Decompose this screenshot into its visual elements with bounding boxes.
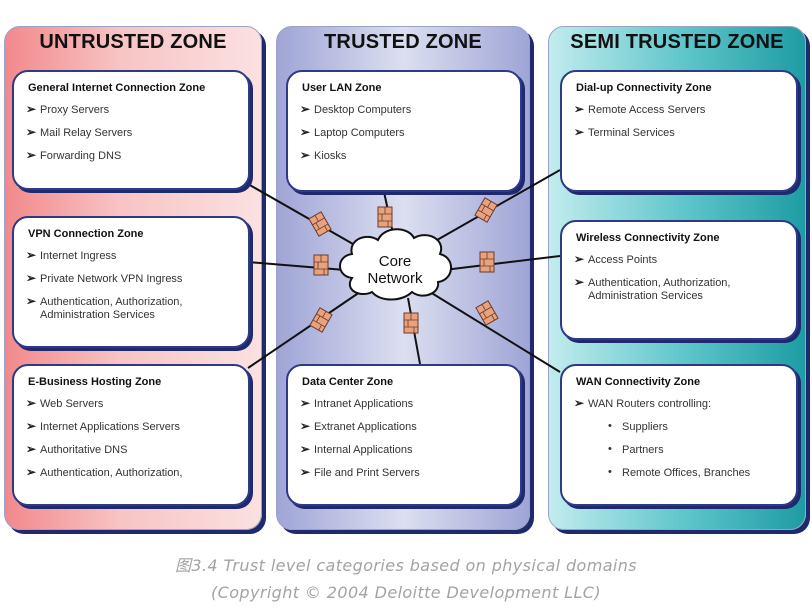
arrow-bullet-icon: ➢ bbox=[300, 125, 311, 139]
list-item: ➢Internal Applications bbox=[300, 442, 413, 457]
arrow-bullet-icon: ➢ bbox=[26, 102, 37, 116]
arrow-bullet-icon: ➢ bbox=[26, 148, 37, 162]
bullet-dot-icon: • bbox=[608, 420, 612, 432]
list-item: ➢Desktop Computers bbox=[300, 102, 412, 117]
list-item: ➢Access Points bbox=[574, 252, 658, 267]
semi-trusted-zone-title: SEMI TRUSTED ZONE bbox=[570, 31, 784, 53]
bullet-dot-icon: • bbox=[608, 443, 612, 455]
user-lan-zone-box: User LAN Zone ➢Desktop Computers ➢Laptop… bbox=[286, 70, 522, 192]
box-title: General Internet Connection Zone bbox=[28, 82, 206, 94]
arrow-bullet-icon: ➢ bbox=[26, 294, 37, 308]
list-item: ➢Forwarding DNS bbox=[26, 148, 122, 163]
arrow-bullet-icon: ➢ bbox=[300, 396, 311, 410]
list-item: ➢Authoritative DNS bbox=[26, 442, 128, 457]
link-vpn bbox=[247, 261, 346, 271]
link-ebusiness bbox=[247, 291, 361, 369]
arrow-bullet-icon: ➢ bbox=[300, 442, 311, 456]
arrow-bullet-icon: ➢ bbox=[26, 125, 37, 139]
list-item: ➢Kiosks bbox=[300, 148, 347, 163]
list-item: ➢Extranet Applications bbox=[300, 419, 417, 434]
box-title: Wireless Connectivity Zone bbox=[576, 232, 720, 244]
arrow-bullet-icon: ➢ bbox=[574, 275, 585, 289]
untrusted-zone-title: UNTRUSTED ZONE bbox=[39, 31, 227, 53]
firewall-icon bbox=[475, 300, 499, 326]
box-title: User LAN Zone bbox=[302, 82, 382, 94]
firewall-icon bbox=[474, 197, 498, 223]
firewall-icon bbox=[479, 251, 495, 273]
arrow-bullet-icon: ➢ bbox=[574, 102, 585, 116]
box-title: Dial-up Connectivity Zone bbox=[576, 82, 712, 94]
list-item: ➢Authentication, Authorization, Administ… bbox=[574, 275, 731, 303]
firewall-icon bbox=[313, 254, 329, 276]
list-item: ➢Internet Applications Servers bbox=[26, 419, 181, 434]
link-wan bbox=[429, 291, 561, 373]
box-title: E-Business Hosting Zone bbox=[28, 376, 162, 388]
core-network-label-line1: Core bbox=[379, 253, 412, 270]
wireless-connectivity-zone-box: Wireless Connectivity Zone ➢Access Point… bbox=[560, 220, 798, 340]
box-title: Data Center Zone bbox=[302, 376, 394, 388]
list-item: ➢Terminal Services bbox=[574, 125, 675, 140]
bullet-dot-icon: • bbox=[608, 466, 612, 478]
list-item: ➢Internet Ingress bbox=[26, 248, 117, 263]
arrow-bullet-icon: ➢ bbox=[300, 102, 311, 116]
arrow-bullet-icon: ➢ bbox=[300, 465, 311, 479]
arrow-bullet-icon: ➢ bbox=[26, 396, 37, 410]
arrow-bullet-icon: ➢ bbox=[26, 271, 37, 285]
figure-caption: 图3.4 Trust level categories based on phy… bbox=[174, 556, 638, 575]
list-item: ➢Authentication, Authorization, Administ… bbox=[26, 294, 183, 322]
sub-list-item: •Remote Offices, Branches bbox=[608, 466, 751, 479]
sub-list-item: •Partners bbox=[608, 443, 664, 456]
arrow-bullet-icon: ➢ bbox=[26, 442, 37, 456]
arrow-bullet-icon: ➢ bbox=[574, 125, 585, 139]
list-item: ➢File and Print Servers bbox=[300, 465, 420, 480]
e-business-hosting-zone-box: E-Business Hosting Zone ➢Web Servers ➢In… bbox=[12, 364, 250, 506]
link-wireless bbox=[443, 255, 561, 271]
arrow-bullet-icon: ➢ bbox=[26, 419, 37, 433]
arrow-bullet-icon: ➢ bbox=[574, 396, 585, 410]
data-center-zone-box: Data Center Zone ➢Intranet Applications … bbox=[286, 364, 522, 506]
firewall-icon bbox=[403, 312, 419, 334]
list-item: ➢Private Network VPN Ingress bbox=[26, 271, 183, 286]
sub-list-item: •Suppliers bbox=[608, 420, 668, 433]
firewall-icon bbox=[308, 211, 332, 237]
wan-connectivity-zone-box: WAN Connectivity Zone ➢WAN Routers contr… bbox=[560, 364, 798, 506]
box-title: VPN Connection Zone bbox=[28, 228, 144, 240]
arrow-bullet-icon: ➢ bbox=[574, 252, 585, 266]
general-internet-connection-zone-box: General Internet Connection Zone ➢Proxy … bbox=[12, 70, 250, 190]
list-item: ➢Proxy Servers bbox=[26, 102, 110, 117]
link-general-internet bbox=[247, 183, 361, 249]
list-item: ➢WAN Routers controlling: bbox=[574, 396, 712, 411]
box-title: WAN Connectivity Zone bbox=[576, 376, 701, 388]
list-item: ➢Mail Relay Servers bbox=[26, 125, 133, 140]
firewalls bbox=[308, 197, 499, 334]
firewall-icon bbox=[377, 206, 393, 228]
arrow-bullet-icon: ➢ bbox=[26, 248, 37, 262]
copyright-caption: (Copyright © 2004 Deloitte Development L… bbox=[211, 583, 601, 602]
dial-up-connectivity-zone-box: Dial-up Connectivity Zone ➢Remote Access… bbox=[560, 70, 798, 192]
arrow-bullet-icon: ➢ bbox=[300, 419, 311, 433]
arrow-bullet-icon: ➢ bbox=[26, 465, 37, 479]
vpn-connection-zone-box: VPN Connection Zone ➢Internet Ingress ➢P… bbox=[12, 216, 250, 348]
trusted-zone-title: TRUSTED ZONE bbox=[324, 31, 482, 53]
firewall-icon bbox=[309, 307, 333, 333]
core-network-cloud: Core Network bbox=[339, 228, 452, 301]
list-item: ➢Web Servers bbox=[26, 396, 104, 411]
list-item: ➢Authentication, Authorization, bbox=[26, 465, 183, 480]
arrow-bullet-icon: ➢ bbox=[300, 148, 311, 162]
core-network-label-line2: Network bbox=[367, 270, 423, 287]
list-item: ➢Laptop Computers bbox=[300, 125, 405, 140]
list-item: ➢Remote Access Servers bbox=[574, 102, 706, 117]
list-item: ➢Intranet Applications bbox=[300, 396, 414, 411]
